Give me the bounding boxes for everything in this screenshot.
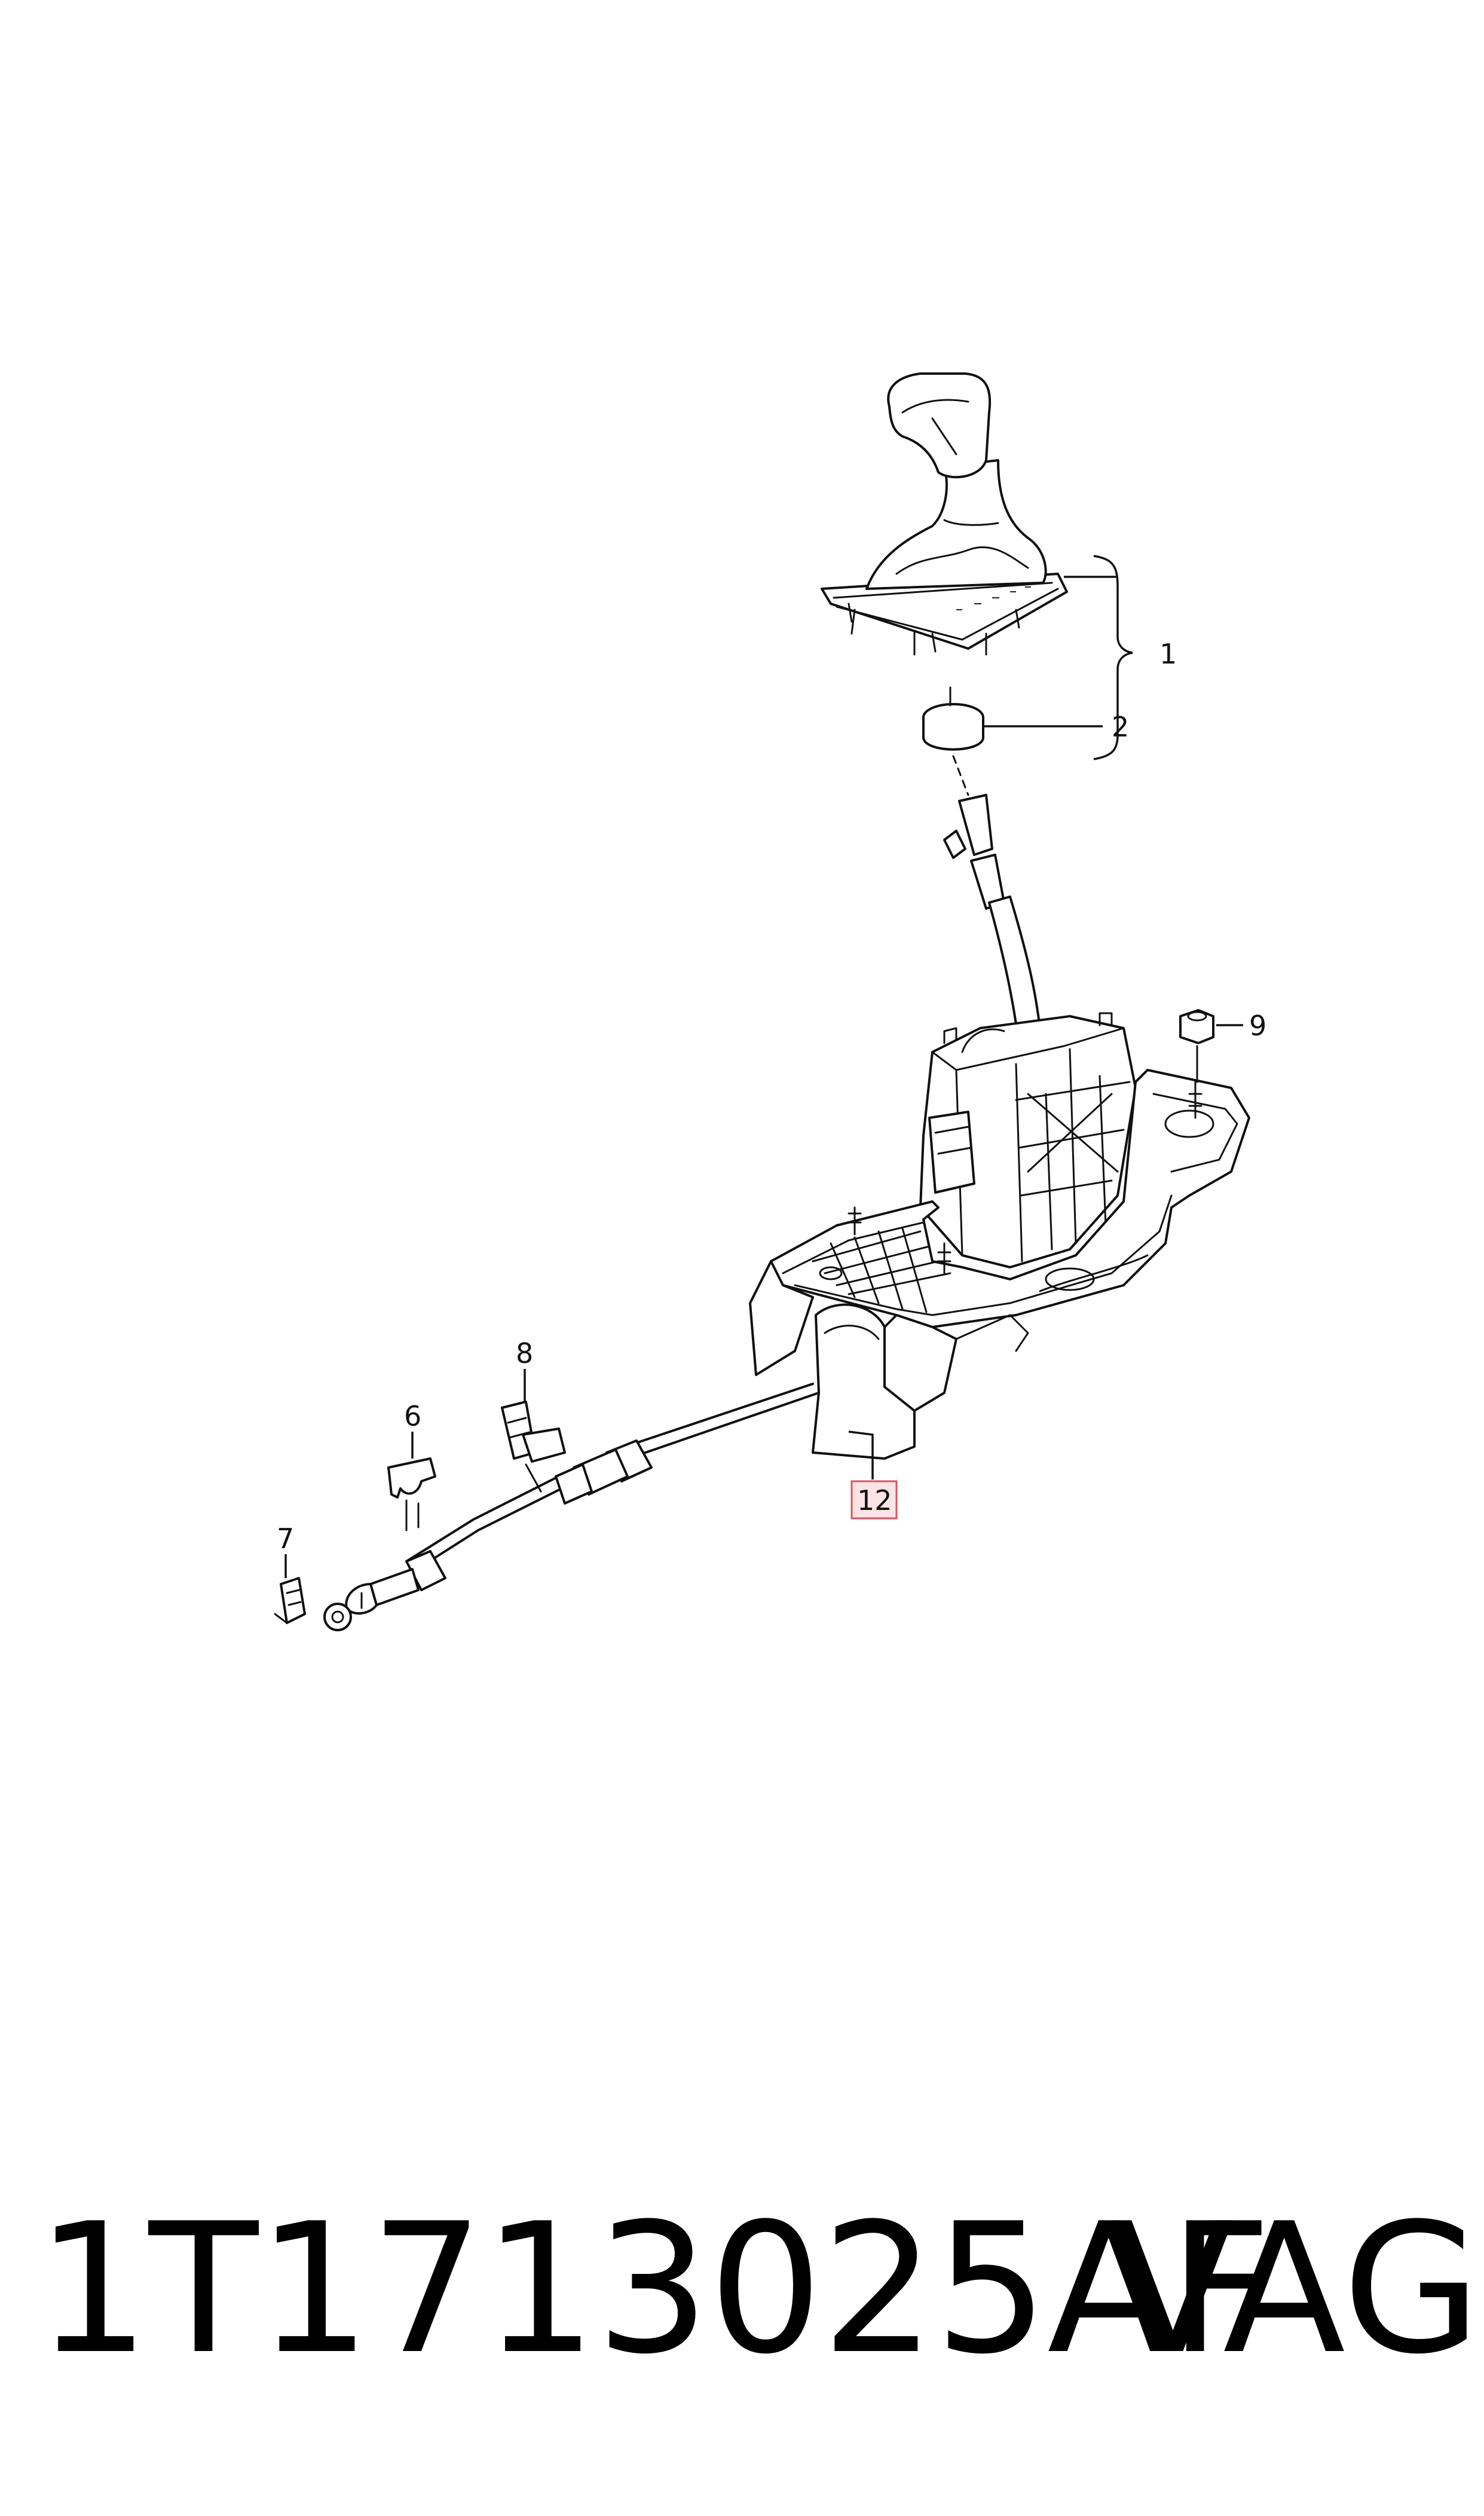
callout-2: 2 — [1112, 711, 1129, 743]
callout-9: 9 — [1249, 1010, 1266, 1042]
callout-7: 7 — [277, 1523, 294, 1555]
nut — [1179, 1009, 1214, 1083]
brand-name: VAG — [1112, 2185, 1482, 2393]
parts-diagram: 1 2 6 7 8 9 12 — [274, 372, 1266, 1631]
callout-6: 6 — [404, 1400, 421, 1432]
base-plate — [749, 1069, 1250, 1460]
clamp-ring — [922, 686, 984, 751]
bracket-clip — [274, 1577, 306, 1624]
footer: 1T1713025AF VAG — [0, 2176, 1484, 2415]
part-number: 1T1713025AF — [36, 2185, 1272, 2393]
gear-knob-assembly — [821, 372, 1068, 656]
callout-8: 8 — [516, 1337, 533, 1369]
shift-mechanism-housing — [919, 1012, 1137, 1268]
retaining-clip — [387, 1457, 436, 1531]
callout-1: 1 — [1159, 638, 1177, 670]
callout-12: 12 — [857, 1484, 892, 1517]
cable-bracket — [501, 1401, 566, 1493]
exploded-view-svg: 1 2 6 7 8 9 12 — [274, 372, 1266, 1631]
callout-12-highlight — [850, 1480, 898, 1520]
selector-cable — [323, 1383, 820, 1631]
